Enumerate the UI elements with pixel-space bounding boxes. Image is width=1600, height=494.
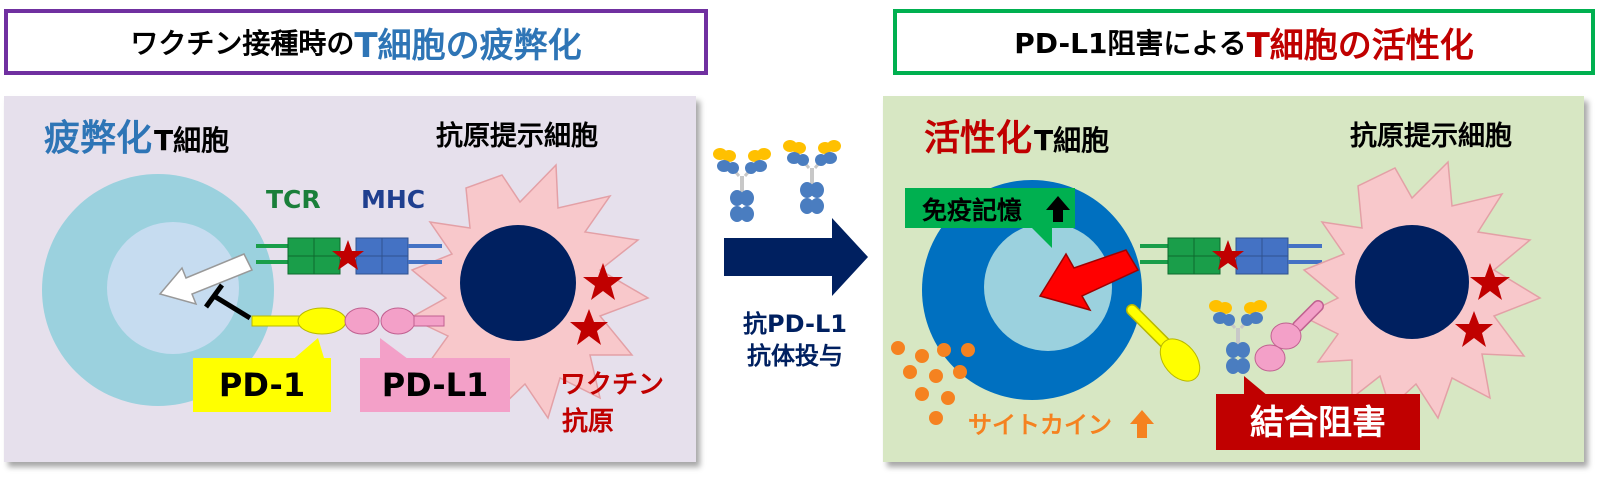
left-antigen-star-1 <box>583 263 623 300</box>
block-callout: 結合阻害 <box>1216 376 1420 450</box>
memory-callout: 免疫記憶 <box>905 188 1075 248</box>
right-cell-title-rest: T細胞 <box>1034 124 1109 157</box>
transition-arrow <box>724 218 868 296</box>
right-pd1 <box>1126 304 1201 382</box>
activation-arrow <box>1038 249 1140 312</box>
left-pd1-pdl1-complex <box>251 307 445 335</box>
left-panel-title: 疲弊化 T細胞 <box>44 118 229 159</box>
cytokine-dots <box>891 341 975 425</box>
pd1-label: PD-1 <box>219 366 305 404</box>
memory-label: 免疫記憶 <box>922 196 1022 225</box>
cytokine-up-arrow-icon <box>1130 410 1154 438</box>
antibody-icon-1 <box>711 146 773 224</box>
right-antigen-star-2 <box>1455 311 1493 347</box>
left-apc-nucleus <box>460 225 576 341</box>
right-apc-nucleus <box>1355 225 1469 339</box>
mhc-label: MHC <box>361 185 425 214</box>
antibody-icon-2 <box>781 138 843 216</box>
memory-up-arrow-icon <box>1046 196 1070 222</box>
left-tcr-mhc-complex <box>256 237 442 275</box>
left-antigen-star-2 <box>570 309 608 345</box>
right-panel-title: 活性化 T細胞 <box>924 118 1109 159</box>
left-header-emphasis: T細胞の疲弊化 <box>354 25 582 66</box>
middle-label-line2: 抗体投与 <box>747 342 843 370</box>
antigen-label-line1: ワクチン <box>560 370 664 400</box>
middle-label-line1: 抗PD-L1 <box>743 310 847 338</box>
right-header-emphasis: T細胞の活性化 <box>1246 25 1474 66</box>
block-label: 結合阻害 <box>1250 403 1386 443</box>
right-apc-label: 抗原提示細胞 <box>1350 120 1512 152</box>
right-header-prefix: PD-L1阻害による <box>1014 27 1247 60</box>
pdl1-label: PD-L1 <box>382 366 489 404</box>
right-cell-title-colored: 活性化 <box>924 118 1032 159</box>
right-pdl1 <box>1254 300 1324 372</box>
left-cell-title-colored: 疲弊化 <box>44 118 152 159</box>
tcr-label: TCR <box>266 185 321 214</box>
left-apc-label: 抗原提示細胞 <box>436 120 598 152</box>
inhibition-bar <box>203 283 225 309</box>
right-tcr-mhc-complex <box>1140 237 1322 275</box>
inhibition-line <box>212 293 252 321</box>
right-antigen-star-1 <box>1470 263 1510 300</box>
signal-arrow <box>158 253 254 306</box>
pd1-callout: PD-1 <box>193 338 331 412</box>
left-cell-title-rest: T細胞 <box>154 124 229 157</box>
antigen-label-line2: 抗原 <box>562 406 614 437</box>
left-header-prefix: ワクチン接種時の <box>130 27 355 60</box>
pdl1-callout: PD-L1 <box>360 338 510 412</box>
cytokine-label: サイトカイン <box>968 411 1112 439</box>
